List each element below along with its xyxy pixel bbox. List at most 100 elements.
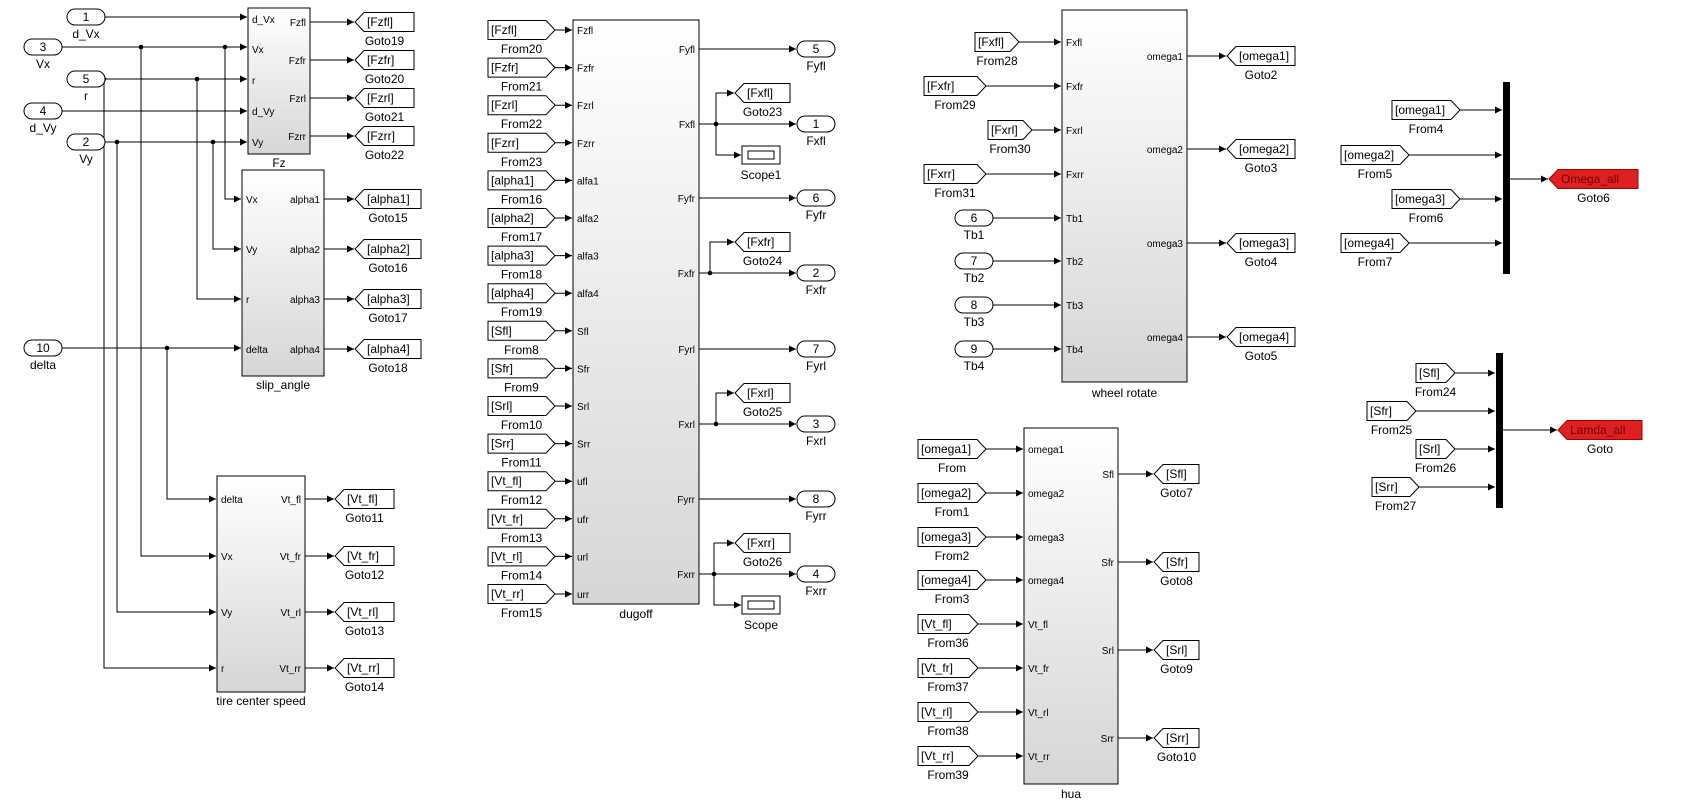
from-block-From8[interactable]: [Sfl]From8 [487, 320, 556, 357]
from-block-From6[interactable]: [omega3]From6 [1391, 189, 1461, 226]
signal-line[interactable] [103, 79, 216, 672]
signal-line[interactable] [713, 539, 734, 574]
from-block-From25[interactable]: [Sfr]From25 [1366, 401, 1417, 438]
inport-r[interactable]: 5r [66, 70, 106, 103]
from-block-From23[interactable]: [Fzrr]From23 [487, 132, 556, 169]
goto-block-Goto26[interactable]: [Fxrr]Goto26 [734, 533, 791, 570]
from-block-From9[interactable]: [Sfr]From9 [487, 358, 556, 395]
goto-block-Goto11[interactable]: [Vt_fl]Goto11 [334, 489, 395, 526]
from-block-From4[interactable]: [omega1]From4 [1391, 100, 1461, 137]
from-block-From22[interactable]: [Fzrl]From22 [487, 95, 556, 132]
from-block-From39[interactable]: [Vt_rr]From39 [917, 746, 979, 783]
from-block-From29[interactable]: [Fxfr]From29 [923, 76, 987, 113]
signal-line[interactable] [713, 574, 741, 609]
signal-line[interactable] [116, 142, 216, 616]
goto-block-Goto25[interactable]: [Fxrl]Goto25 [734, 383, 791, 420]
subsystem-hua[interactable]: omega1omega2omega3omega4Vt_flVt_frVt_rlV… [1023, 427, 1119, 801]
from-block-From16[interactable]: [alpha1]From16 [487, 170, 556, 207]
inport-Vy[interactable]: 2Vy [66, 133, 106, 166]
goto-block-Goto9[interactable]: [Srl]Goto9 [1153, 640, 1200, 677]
from-block-From[interactable]: [omega1]From [917, 439, 987, 476]
goto-block-Goto7[interactable]: [Sfl]Goto7 [1153, 464, 1200, 501]
signal-line[interactable] [715, 124, 741, 159]
from-block-From10[interactable]: [Srl]From10 [487, 396, 556, 433]
goto-block-Goto16[interactable]: [alpha2]Goto16 [354, 239, 422, 276]
from-block-From19[interactable]: [alpha4]From19 [487, 283, 556, 320]
from-block-From28[interactable]: [Fxfl]From28 [974, 32, 1020, 69]
from-block-From38[interactable]: [Vt_rl]From38 [917, 702, 979, 739]
goto-block-Goto15[interactable]: [alpha1]Goto15 [354, 189, 422, 226]
from-block-From30[interactable]: [Fxrl]From30 [987, 120, 1033, 157]
from-block-From3[interactable]: [omega4]From3 [917, 570, 987, 607]
signal-line[interactable] [140, 47, 216, 560]
goto-block-Goto24[interactable]: [Fxfr]Goto24 [734, 232, 791, 269]
inport-d_Vx[interactable]: 1d_Vx [66, 8, 106, 41]
signal-line[interactable] [196, 79, 241, 303]
goto-block-Goto10[interactable]: [Srr]Goto10 [1153, 728, 1200, 765]
from-block-From37[interactable]: [Vt_fr]From37 [917, 658, 979, 695]
from-block-From12[interactable]: [Vt_fl]From12 [487, 471, 556, 508]
goto-block-Goto19[interactable]: [Fzfl]Goto19 [354, 12, 415, 49]
from-block-From17[interactable]: [alpha2]From17 [487, 208, 556, 245]
from-block-From36[interactable]: [Vt_fl]From36 [917, 614, 979, 651]
signal-line[interactable] [212, 142, 241, 253]
goto-block-Goto23[interactable]: [Fxfl]Goto23 [734, 83, 791, 120]
inport-d_Vy[interactable]: 4d_Vy [23, 102, 63, 135]
from-block-From13[interactable]: [Vt_fr]From13 [487, 508, 556, 545]
subsystem-dugoff[interactable]: FzflFzfrFzrlFzrralfa1alfa2alfa3alfa4SflS… [572, 19, 700, 621]
subsystem-wheel-rotate[interactable]: FxflFxfrFxrlFxrrTb1Tb2Tb3Tb4omega1omega2… [1061, 9, 1188, 400]
scope-Scope1[interactable]: Scope1 [741, 145, 782, 182]
subsystem-slip_angle[interactable]: VxVyrdeltaalpha1alpha2alpha3alpha4slip_a… [241, 169, 325, 392]
goto-block-Goto18[interactable]: [alpha4]Goto18 [354, 339, 422, 376]
from-block-From26[interactable]: [Srl]From26 [1415, 439, 1457, 476]
goto-block-Goto22[interactable]: [Fzrr]Goto22 [354, 126, 415, 163]
from-block-From7[interactable]: [omega4]From7 [1340, 233, 1410, 270]
scope-Scope[interactable]: Scope [741, 595, 781, 632]
from-block-From24[interactable]: [Sfl]From24 [1415, 363, 1457, 400]
from-block-From15[interactable]: [Vt_rr]From15 [487, 584, 556, 621]
goto-block-Goto14[interactable]: [Vt_rr]Goto14 [334, 658, 395, 695]
goto-block-Goto13[interactable]: [Vt_rl]Goto13 [334, 602, 395, 639]
goto-block-Goto20[interactable]: [Fzfr]Goto20 [354, 50, 415, 87]
from-block-From31[interactable]: [Fxrr]From31 [923, 164, 987, 201]
inport-Vx[interactable]: 3Vx [23, 38, 63, 71]
from-block-From21[interactable]: [Fzfr]From21 [487, 57, 556, 94]
from-block-From14[interactable]: [Vt_rl]From14 [487, 546, 556, 583]
from-block-From11[interactable]: [Srr]From11 [487, 433, 556, 470]
from-block-From27[interactable]: [Srr]From27 [1371, 477, 1420, 514]
mux-bar[interactable] [1496, 353, 1503, 508]
signal-line[interactable] [166, 348, 216, 503]
goto-block-Goto4[interactable]: [omega3]Goto4 [1226, 233, 1296, 270]
goto-block-Goto21[interactable]: [Fzrl]Goto21 [354, 88, 415, 125]
signal-line[interactable] [715, 89, 734, 124]
goto-block-Goto3[interactable]: [omega2]Goto3 [1226, 139, 1296, 176]
from-block-From5[interactable]: [omega2]From5 [1340, 145, 1410, 182]
from-block-From20[interactable]: [Fzfl]From20 [487, 20, 556, 57]
from-block-From1[interactable]: [omega2]From1 [917, 483, 987, 520]
signal-line[interactable] [224, 47, 241, 203]
from-block-From2[interactable]: [omega3]From2 [917, 527, 987, 564]
from-block-From18[interactable]: [alpha3]From18 [487, 245, 556, 282]
goto-block-Goto17[interactable]: [alpha3]Goto17 [354, 289, 422, 326]
signal-line[interactable] [715, 389, 734, 424]
goto-block-Goto12[interactable]: [Vt_fr]Goto12 [334, 546, 395, 583]
goto-block-Goto8[interactable]: [Sfr]Goto8 [1153, 552, 1200, 589]
goto-block-Goto2[interactable]: [omega1]Goto2 [1226, 46, 1296, 83]
mux-bar[interactable] [1503, 82, 1510, 274]
